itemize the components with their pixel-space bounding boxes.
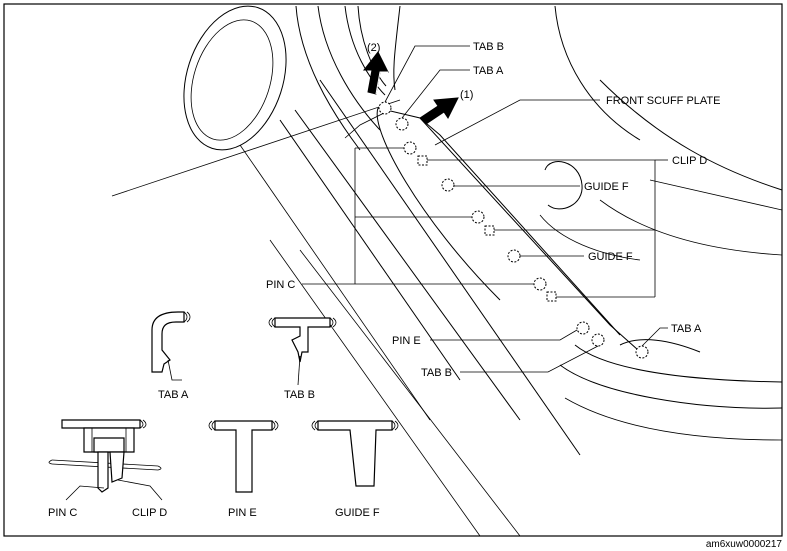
marker-pin-e — [576, 321, 590, 335]
marker-tab-a-right — [635, 345, 649, 359]
vehicle-body-lines — [111, 5, 783, 537]
label-guide-f-2: GUIDE F — [588, 251, 633, 263]
fastener-markers — [378, 101, 649, 359]
diagram-border — [3, 3, 783, 537]
marker-clip-d-1 — [417, 155, 428, 166]
detail-label-tab-b: TAB B — [284, 389, 315, 401]
marker-tab-b-lower — [591, 333, 605, 347]
detail-tab-b: TAB B — [268, 317, 337, 401]
detail-label-clip-d: CLIP D — [132, 507, 167, 519]
label-front-scuff-plate: FRONT SCUFF PLATE — [606, 95, 721, 107]
detail-pin-c-clip-d: PIN C CLIP D — [48, 419, 167, 519]
label-clip-d: CLIP D — [672, 155, 707, 167]
leader-lines — [302, 45, 668, 373]
marker-tab-a — [395, 117, 409, 131]
marker-guide-f-1 — [441, 178, 455, 192]
detail-guide-f: GUIDE F — [311, 420, 399, 519]
label-step-1: (1) — [460, 89, 473, 101]
label-tab-b-lower: TAB B — [421, 367, 452, 379]
label-step-2: (2) — [367, 42, 380, 54]
label-pin-e: PIN E — [392, 335, 421, 347]
marker-pin-c-3 — [533, 277, 547, 291]
marker-guide-f-2 — [507, 249, 521, 263]
marker-tab-b — [378, 101, 392, 115]
removal-arrows — [362, 51, 459, 125]
detail-label-pin-c: PIN C — [48, 507, 77, 519]
label-tab-a-right: TAB A — [671, 323, 702, 335]
label-guide-f-1: GUIDE F — [584, 181, 629, 193]
detail-tab-a: TAB A — [151, 311, 191, 401]
callout-labels: TAB B TAB A FRONT SCUFF PLATE CLIP D GUI… — [266, 41, 721, 379]
label-tab-a: TAB A — [473, 65, 504, 77]
arrow-step-2 — [362, 51, 389, 95]
detail-label-guide-f: GUIDE F — [335, 507, 380, 519]
label-tab-b: TAB B — [473, 41, 504, 53]
marker-pin-c-1 — [403, 141, 417, 155]
detail-pin-e: PIN E — [208, 420, 279, 519]
detail-label-tab-a: TAB A — [158, 389, 189, 401]
arrow-step-1 — [419, 97, 459, 125]
figure-id: am6xuw0000217 — [706, 539, 783, 550]
marker-clip-d-2 — [484, 225, 495, 236]
marker-pin-c-2 — [471, 210, 485, 224]
detail-label-pin-e: PIN E — [228, 507, 257, 519]
label-pin-c: PIN C — [266, 279, 295, 291]
marker-clip-d-3 — [546, 291, 557, 302]
